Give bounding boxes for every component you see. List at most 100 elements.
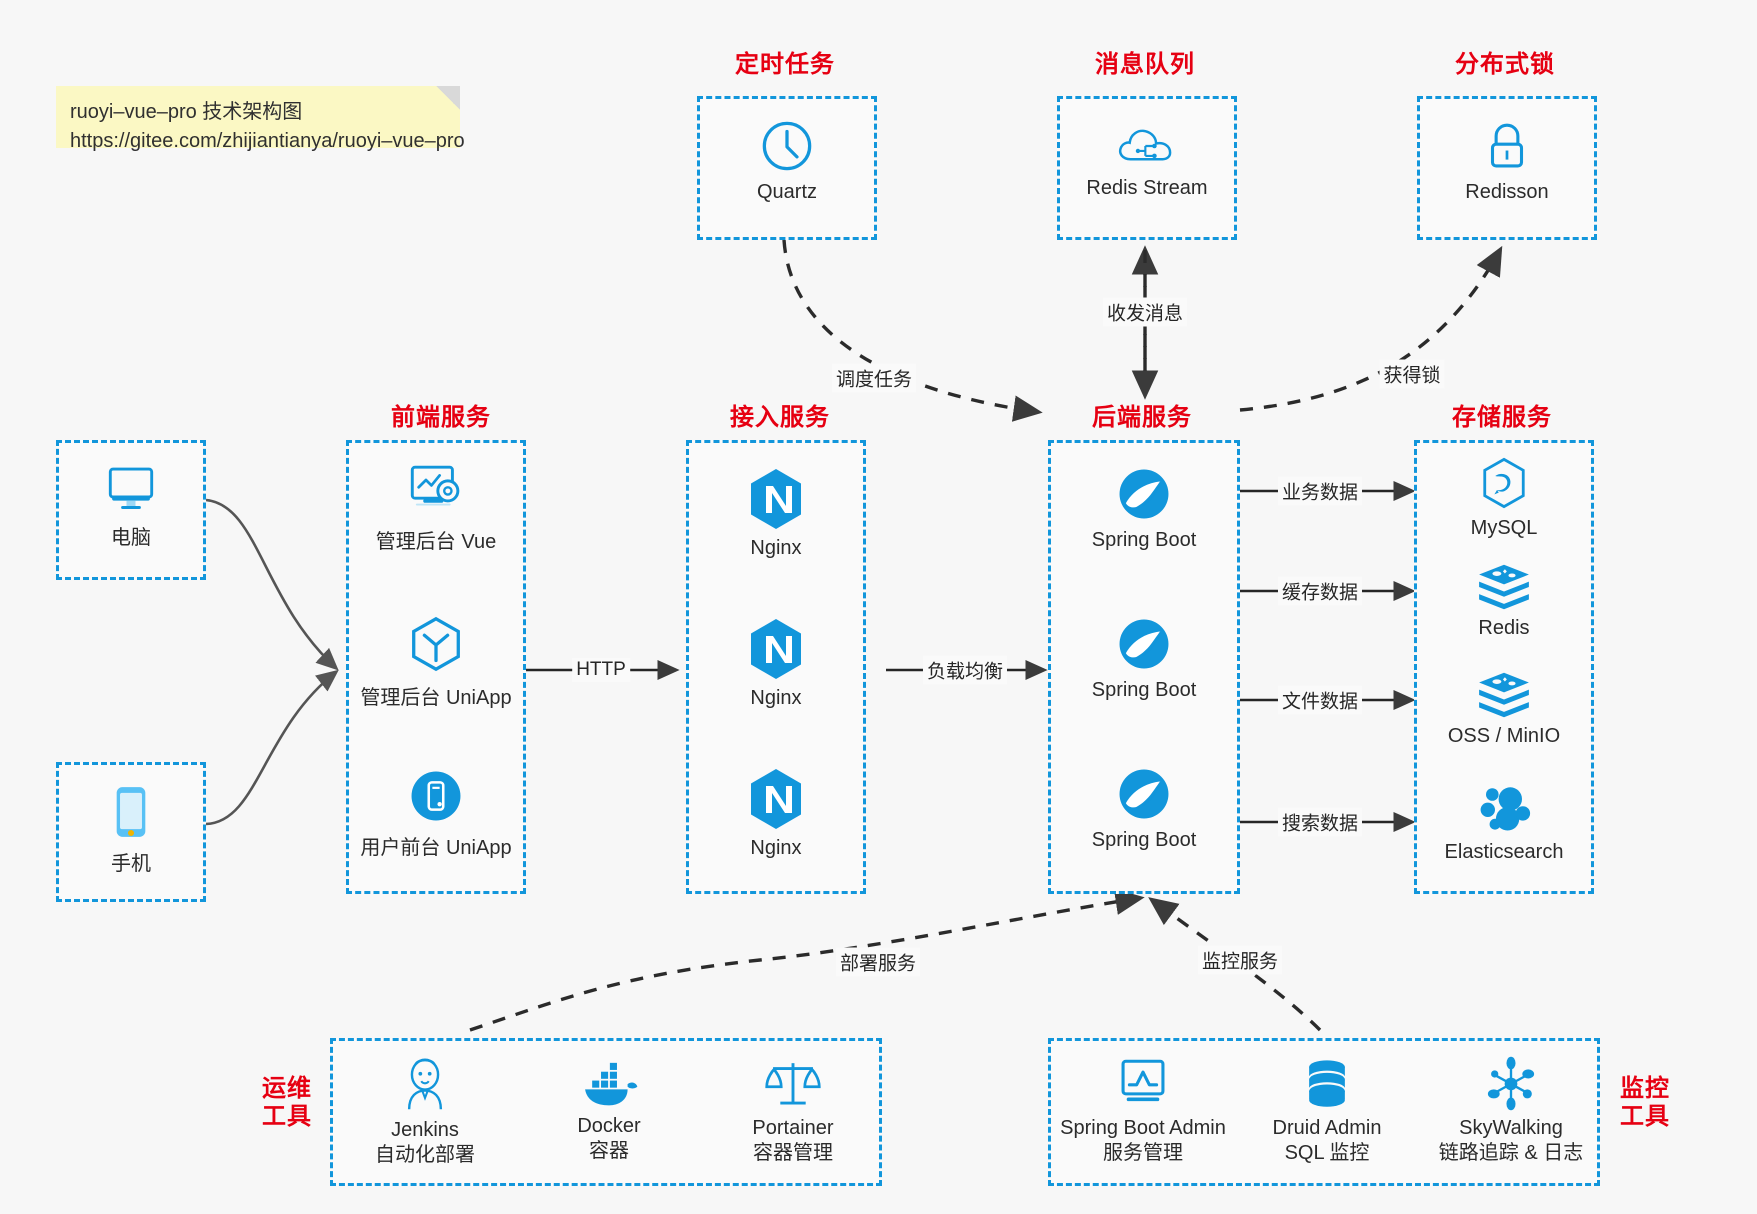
spring-boot-icon [1119,619,1169,669]
node-label: Nginx [750,687,802,709]
node-mobile[interactable]: 手机 [59,783,203,876]
node-spring-boot-2[interactable]: Spring Boot [1051,615,1237,702]
node-label: Portainer [752,1117,834,1139]
node-druid-admin[interactable]: Druid Admin SQL 监控 [1235,1057,1419,1167]
group-box-lock: Redisson [1417,96,1597,240]
clock-icon [762,121,812,171]
caption-frontend: 前端服务 [391,404,491,431]
node-label: Spring Boot [1091,829,1197,851]
oss-minio-icon [1479,672,1529,718]
node-docker[interactable]: Docker 容器 [517,1061,701,1165]
portainer-scale-icon [765,1063,821,1105]
nginx-icon [751,469,801,529]
node-label: Spring Boot [1091,679,1197,701]
edge-label-monitor-service: 监控服务 [1197,945,1283,975]
spring-boot-admin-icon [1121,1059,1165,1102]
group-box-gateway: Nginx Nginx Nginx [686,440,866,894]
edge-label-http: HTTP [572,658,630,682]
node-spring-boot-3[interactable]: Spring Boot [1051,765,1237,852]
nginx-icon [751,769,801,829]
node-mysql[interactable]: MySQL [1417,455,1591,540]
node-label: SkyWalking [1459,1117,1563,1139]
node-sublabel: 服务管理 [1103,1142,1183,1164]
node-label: OSS / MinIO [1447,725,1561,747]
node-admin-vue[interactable]: 管理后台 Vue [349,461,523,554]
node-label: Redis Stream [1086,177,1208,199]
node-jenkins[interactable]: Jenkins 自动化部署 [333,1055,517,1169]
edge-label-load-balance: 负载均衡 [922,655,1008,685]
node-sublabel: 容器 [589,1140,629,1162]
node-label: 管理后台 UniApp [360,687,512,709]
edge-label-schedule-task: 调度任务 [831,363,917,393]
node-nginx-3[interactable]: Nginx [689,767,863,860]
node-label: Redisson [1465,181,1549,203]
group-box-client-desktop: 电脑 [56,440,206,580]
node-label: Jenkins [391,1119,459,1141]
jenkins-icon [407,1058,443,1110]
caption-monitor-line1: 监控 [1620,1075,1670,1102]
caption-lock: 分布式锁 [1455,51,1555,78]
node-redis[interactable]: Redis [1417,563,1591,640]
caption-devops-line1: 运维 [262,1075,312,1102]
group-box-devops: Jenkins 自动化部署 Docker 容器 [330,1038,882,1186]
node-label: Quartz [756,181,818,203]
caption-devops-line2: 工具 [262,1102,312,1130]
mobile-icon [116,787,146,837]
node-admin-uniapp[interactable]: 管理后台 UniApp [349,613,523,710]
node-elasticsearch[interactable]: Elasticsearch [1417,781,1591,864]
group-box-storage: MySQL Redis OSS / MinIO [1414,440,1594,894]
caption-gateway: 接入服务 [730,404,830,431]
node-label: 用户前台 UniApp [360,837,512,859]
group-box-backend: Spring Boot Spring Boot Spring Boot [1048,440,1240,894]
node-label: Spring Boot Admin [1060,1117,1226,1139]
group-box-frontend: 管理后台 Vue 管理后台 UniApp 用户前台 UniApp [346,440,526,894]
node-user-uniapp[interactable]: 用户前台 UniApp [349,767,523,860]
node-label: Druid Admin [1272,1117,1382,1139]
node-spring-boot-1[interactable]: Spring Boot [1051,465,1237,552]
padlock-icon [1490,123,1524,168]
druid-db-icon [1309,1060,1345,1107]
node-quartz[interactable]: Quartz [700,117,874,204]
mobile-app-icon [411,771,461,821]
group-box-monitor: Spring Boot Admin 服务管理 Druid Admin SQL 监… [1048,1038,1600,1186]
node-redis-stream[interactable]: Redis Stream [1060,121,1234,200]
edge-label-send-receive-message: 收发消息 [1102,297,1188,327]
node-redisson[interactable]: Redisson [1420,117,1594,204]
node-oss-minio[interactable]: OSS / MinIO [1417,671,1591,748]
caption-storage: 存储服务 [1452,404,1552,431]
node-label: Redis [1478,617,1530,639]
node-skywalking[interactable]: SkyWalking 链路追踪 & 日志 [1419,1055,1603,1167]
group-box-client-mobile: 手机 [56,762,206,902]
desktop-icon [108,467,154,510]
caption-monitor-tools: 监控 工具 [1610,1075,1680,1130]
caption-scheduler: 定时任务 [735,51,835,78]
node-label: Nginx [750,837,802,859]
node-label: 管理后台 Vue [375,531,497,553]
spring-boot-icon [1119,469,1169,519]
node-label: Docker [577,1115,641,1137]
node-label: Nginx [750,537,802,559]
nginx-icon [751,619,801,679]
node-label: Spring Boot [1091,529,1197,551]
node-sublabel: 容器管理 [753,1142,833,1164]
title-sticky-note: ruoyi–vue–pro 技术架构图 https://gitee.com/zh… [56,86,465,152]
edge-label-deploy-service: 部署服务 [835,947,921,977]
note-fold-corner [436,86,460,110]
edge-label-cache-data: 缓存数据 [1277,576,1363,606]
edge-label-search-data: 搜索数据 [1277,807,1363,837]
note-line-title: ruoyi–vue–pro 技术架构图 [70,101,303,123]
skywalking-icon [1487,1056,1535,1111]
caption-backend: 后端服务 [1092,404,1192,431]
node-portainer[interactable]: Portainer 容器管理 [701,1057,885,1167]
edge-label-file-data: 文件数据 [1277,685,1363,715]
node-nginx-1[interactable]: Nginx [689,467,863,560]
note-line-url: https://gitee.com/zhijiantianya/ruoyi–vu… [70,130,465,152]
node-nginx-2[interactable]: Nginx [689,617,863,710]
node-label: Elasticsearch [1444,841,1564,863]
group-box-scheduler: Quartz [697,96,877,240]
spring-boot-icon [1119,769,1169,819]
node-spring-boot-admin[interactable]: Spring Boot Admin 服务管理 [1051,1055,1235,1167]
node-desktop[interactable]: 电脑 [59,461,203,550]
node-sublabel: 自动化部署 [375,1144,475,1166]
node-label: 手机 [111,853,151,875]
